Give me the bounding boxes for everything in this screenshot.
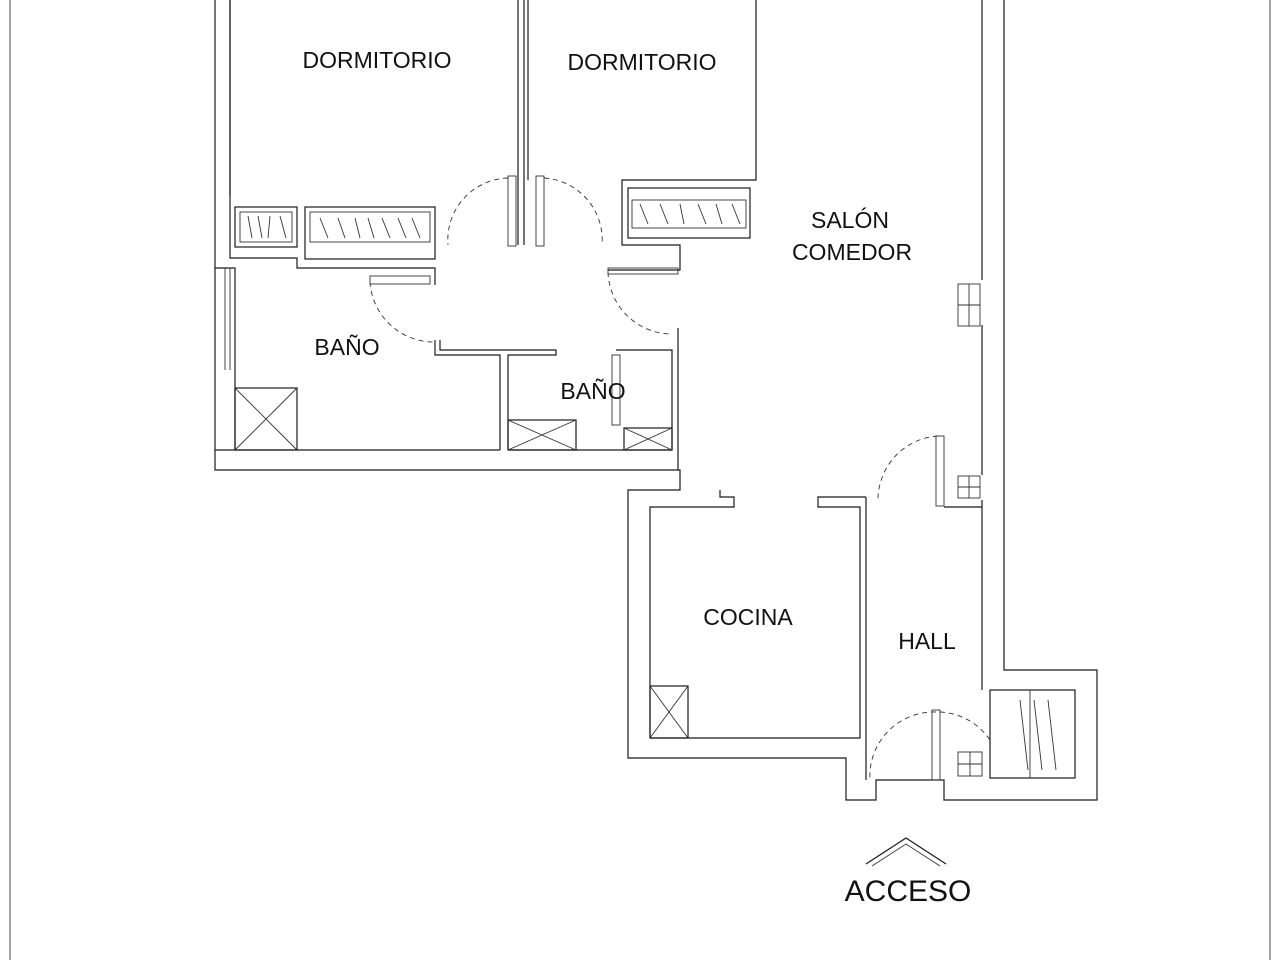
page-frame: [9, 0, 1271, 960]
access-arrow-icon: [865, 837, 947, 867]
label-bano-1: BAÑO: [314, 334, 379, 360]
bathrooms: [234, 328, 679, 470]
label-bano-2: BAÑO: [560, 378, 625, 404]
label-comedor: COMEDOR: [792, 239, 912, 265]
label-dormitorio-2: DORMITORIO: [567, 49, 716, 75]
label-dormitorio-1: DORMITORIO: [302, 47, 451, 73]
label-cocina: COCINA: [703, 604, 793, 630]
door-swings: [369, 175, 991, 781]
label-acceso: ACCESO: [845, 875, 972, 908]
label-hall: HALL: [898, 628, 956, 654]
hall: [865, 283, 1076, 780]
bedroom-2: [527, 0, 757, 271]
bedroom-1: [229, 0, 525, 285]
label-salon: SALÓN: [811, 207, 889, 233]
exterior-walls: [214, 0, 1098, 801]
kitchen: [649, 490, 866, 739]
